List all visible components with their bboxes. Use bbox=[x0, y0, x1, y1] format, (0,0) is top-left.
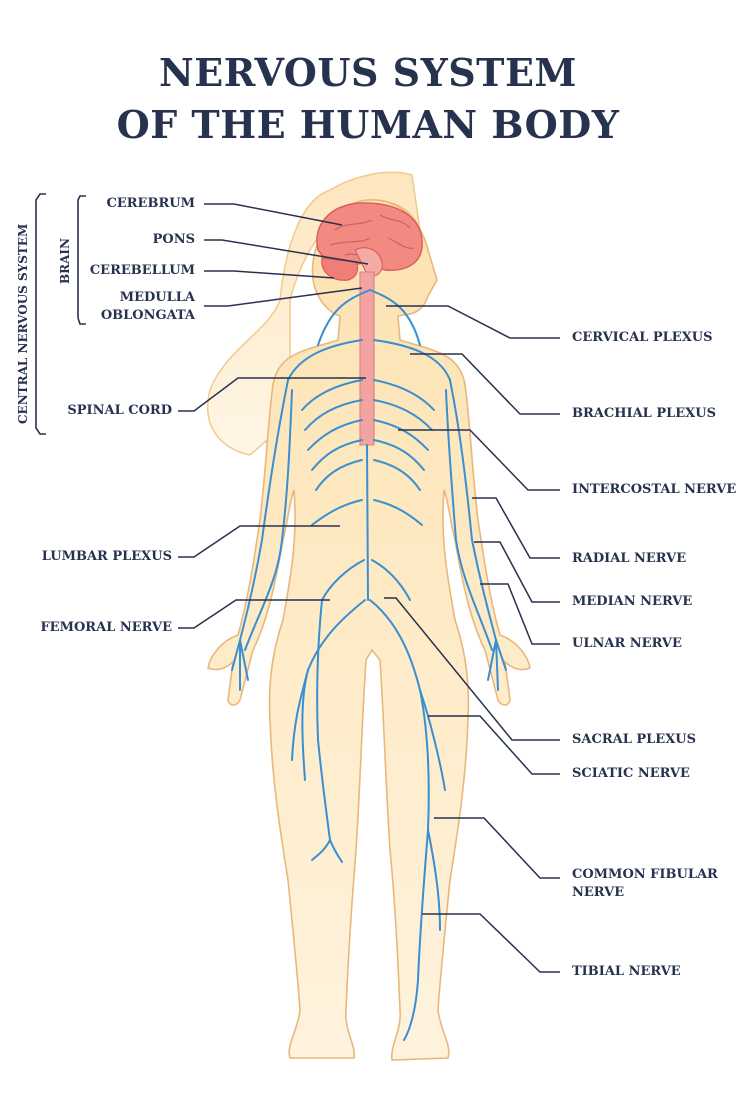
label-median-nerve: MEDIAN NERVE bbox=[572, 594, 693, 609]
leader-brachial-plexus bbox=[410, 353, 560, 415]
spinal-cord bbox=[359, 271, 375, 446]
brain-bracket bbox=[77, 195, 86, 325]
cerebellum bbox=[321, 257, 359, 281]
label-ulnar-nerve: ULNAR NERVE bbox=[572, 636, 682, 651]
label-tibial-nerve: TIBIAL NERVE bbox=[572, 964, 681, 979]
label-brachial-plexus: BRACHIAL PLEXUS bbox=[572, 406, 716, 421]
leader-common-fibular bbox=[434, 817, 560, 879]
label-cervical-plexus: CERVICAL PLEXUS bbox=[572, 330, 713, 345]
leader-medulla bbox=[204, 287, 363, 307]
label-cerebellum: CEREBELLUM bbox=[89, 263, 195, 278]
title-line-1: NERVOUS SYSTEM bbox=[159, 50, 577, 95]
label-spinal-cord: SPINAL CORD bbox=[67, 403, 172, 418]
label-lumbar-plexus: LUMBAR PLEXUS bbox=[41, 549, 172, 564]
leader-pons bbox=[204, 239, 369, 265]
label-pons: PONS bbox=[152, 232, 195, 247]
leader-intercostal-nerve bbox=[398, 429, 560, 491]
label-common-fibular-line2: NERVE bbox=[572, 885, 625, 900]
label-femoral-nerve: FEMORAL NERVE bbox=[40, 620, 172, 635]
leader-sciatic-nerve bbox=[428, 715, 560, 775]
label-common-fibular-line1: COMMON FIBULAR bbox=[572, 867, 718, 882]
body-silhouette bbox=[207, 199, 531, 1061]
leader-femoral-nerve bbox=[178, 599, 330, 629]
leader-ulnar-nerve bbox=[480, 583, 560, 645]
leader-median-nerve bbox=[474, 541, 560, 603]
leader-cerebrum bbox=[204, 203, 343, 226]
brain-label: BRAIN bbox=[58, 237, 72, 284]
leader-cervical-plexus bbox=[386, 305, 560, 339]
leader-spinal-cord bbox=[178, 377, 366, 412]
cns-label: CENTRAL NERVOUS SYSTEM bbox=[16, 223, 30, 424]
leader-sacral-plexus bbox=[384, 597, 560, 741]
title-line-2: OF THE HUMAN BODY bbox=[116, 102, 620, 147]
leader-lines bbox=[178, 203, 560, 973]
leader-cerebellum bbox=[204, 270, 335, 279]
label-sacral-plexus: SACRAL PLEXUS bbox=[572, 732, 697, 747]
label-cerebrum: CEREBRUM bbox=[106, 196, 196, 211]
label-medulla-line2: OBLONGATA bbox=[100, 308, 195, 323]
leader-tibial-nerve bbox=[422, 913, 560, 973]
cns-bracket bbox=[35, 193, 46, 435]
label-radial-nerve: RADIAL NERVE bbox=[572, 551, 687, 566]
label-medulla-line1: MEDULLA bbox=[119, 290, 195, 305]
leader-lumbar-plexus bbox=[178, 525, 340, 558]
brain bbox=[316, 202, 423, 281]
leader-radial-nerve bbox=[472, 497, 560, 559]
nerves bbox=[231, 289, 507, 1041]
label-sciatic-nerve: SCIATIC NERVE bbox=[572, 766, 690, 781]
label-intercostal-nerve: INTERCOSTAL NERVE bbox=[572, 482, 736, 497]
